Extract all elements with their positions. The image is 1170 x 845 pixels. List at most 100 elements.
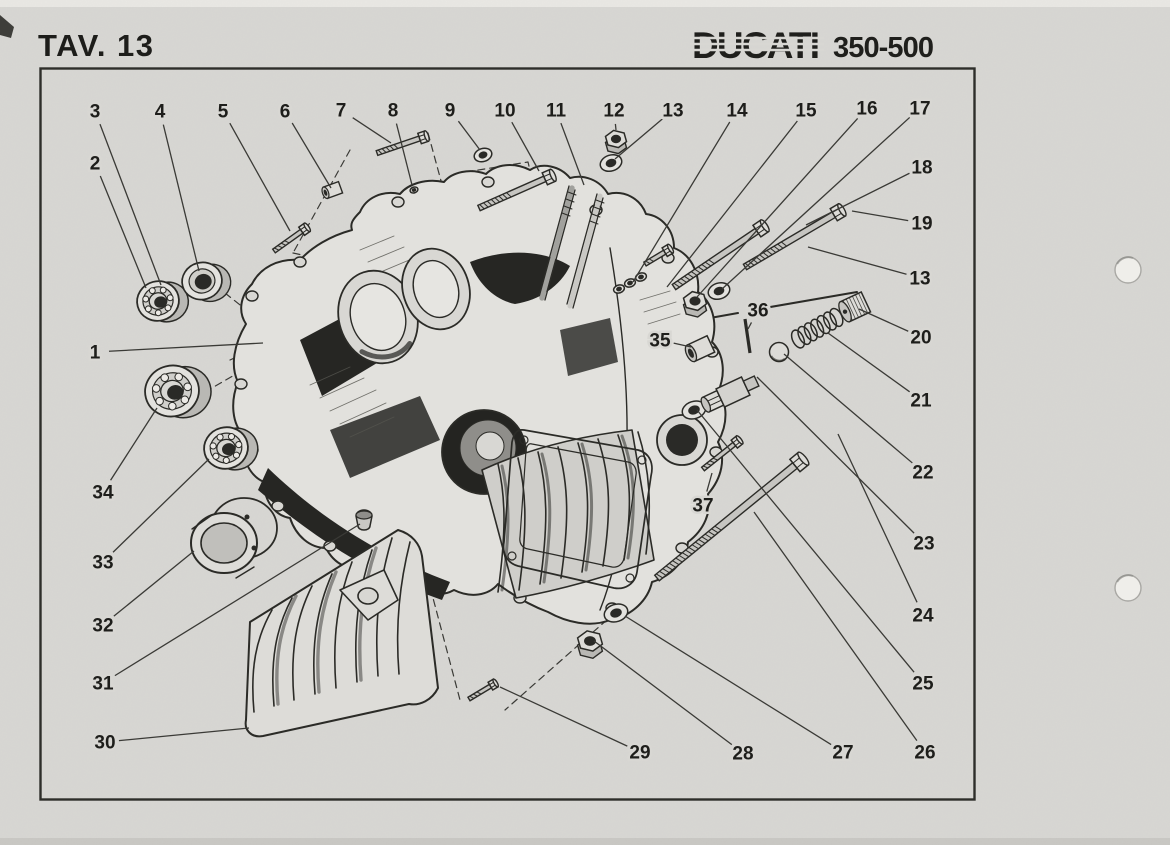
crankcase-illustration: [190, 132, 858, 738]
callout-28: 28: [593, 640, 756, 767]
callout-number-5: 5: [218, 102, 229, 123]
callout-6: 6: [277, 99, 332, 189]
callout-number-15: 15: [795, 101, 817, 122]
cylinder-bores: [337, 247, 471, 365]
callout-8: 8: [385, 98, 413, 186]
part-bearing-2: [136, 280, 190, 323]
callout-number-6: 6: [280, 102, 291, 123]
callout-number-26: 26: [914, 743, 935, 764]
callout-36: 36: [745, 298, 771, 330]
callout-number-36: 36: [747, 301, 768, 322]
leader-line-29: [499, 686, 628, 747]
callout-24: 24: [837, 433, 936, 629]
part-nut-12: [604, 129, 628, 155]
leader-line-20: [858, 308, 909, 332]
diagram-frame: [39, 67, 976, 801]
model-label: 350-500: [833, 32, 935, 64]
part-bushing-35: [684, 334, 716, 363]
callout-13: 13: [614, 98, 686, 160]
callout-13: 13: [807, 246, 933, 292]
part-bolt-10: [476, 168, 557, 212]
callout-number-20: 20: [910, 328, 931, 349]
punch-hole: [1114, 574, 1142, 602]
callout-number-19: 19: [911, 214, 932, 235]
brand-logo-stripes: [690, 36, 824, 52]
callout-23: 23: [756, 376, 937, 557]
callout-number-32: 32: [92, 616, 113, 637]
callout-number-37: 37: [692, 496, 713, 517]
leader-line-32: [113, 550, 195, 617]
callout-5: 5: [215, 99, 291, 232]
cylinder-studs: [538, 185, 605, 309]
callout-number-28: 28: [732, 744, 753, 765]
callout-number-14: 14: [726, 101, 748, 122]
callout-10: 10: [492, 98, 540, 172]
side-opening: [656, 414, 708, 466]
leader-line-3: [99, 123, 162, 286]
part-nut-9: [473, 147, 493, 163]
part-bearing-34: [144, 364, 212, 419]
part-pin-36: [743, 318, 752, 354]
callout-number-16: 16: [856, 99, 877, 120]
callout-number-17: 17: [909, 99, 930, 120]
callout-29: 29: [499, 686, 653, 766]
leader-line-6: [291, 122, 332, 189]
callout-9: 9: [442, 98, 481, 151]
callout-34: 34: [90, 407, 158, 506]
part-bolt-5: [271, 222, 312, 254]
part-bolt-26: [653, 451, 810, 582]
callout-12: 12: [601, 98, 627, 131]
part-bearing-33: [203, 426, 259, 471]
callout-32: 32: [90, 550, 195, 639]
callout-3: 3: [87, 99, 162, 286]
leader-line-30: [118, 727, 250, 742]
leader-line-18: [805, 172, 910, 226]
leader-line-16: [696, 117, 859, 298]
leader-line-25: [696, 409, 915, 673]
part-bolt-37: [700, 434, 744, 472]
callout-30: 30: [92, 727, 250, 756]
callout-number-9: 9: [445, 101, 456, 122]
callout-11: 11: [543, 98, 585, 186]
loose-parts-layer: [136, 129, 872, 702]
callout-number-30: 30: [94, 733, 115, 754]
callout-number-10: 10: [494, 101, 515, 122]
part-bolt-18: [742, 202, 847, 271]
leader-line-11: [560, 122, 585, 186]
callout-number-29: 29: [629, 743, 650, 764]
leader-line-22: [783, 353, 913, 464]
callout-number-23: 23: [913, 534, 934, 555]
callout-26: 26: [753, 511, 938, 766]
callout-number-35: 35: [649, 331, 671, 352]
callout-18: 18: [805, 155, 935, 226]
corner-curl-mark: [0, 15, 14, 38]
callout-number-3: 3: [90, 102, 101, 123]
leader-line-13: [614, 118, 663, 160]
part-bushing-6: [321, 180, 344, 200]
leader-line-15: [666, 120, 798, 288]
leader-line-24: [837, 433, 918, 603]
part-seal-4: [181, 261, 232, 303]
plate-number-label: TAV. 13: [38, 28, 154, 63]
callout-number-13: 13: [909, 269, 930, 290]
leader-line-28: [593, 640, 733, 746]
part-pin-8: [409, 186, 419, 194]
leader-line-21: [827, 332, 911, 393]
leader-line-2: [99, 175, 147, 289]
relief-valve-parts: [321, 180, 872, 413]
callout-7: 7: [333, 98, 392, 144]
leader-line-36: [747, 322, 753, 330]
callout-number-2: 2: [90, 154, 101, 175]
callout-14: 14: [632, 98, 750, 283]
callout-number-25: 25: [912, 674, 934, 695]
part-nut-16: [682, 290, 708, 318]
callout-33: 33: [90, 458, 210, 576]
callout-22: 22: [783, 353, 936, 486]
callout-number-27: 27: [832, 743, 853, 764]
finned-cover: [244, 529, 439, 738]
spacer-ring: [190, 497, 278, 579]
part-banjo-bolt: [642, 243, 675, 267]
part-washer-27: [603, 603, 629, 623]
leader-line-14: [632, 121, 731, 283]
